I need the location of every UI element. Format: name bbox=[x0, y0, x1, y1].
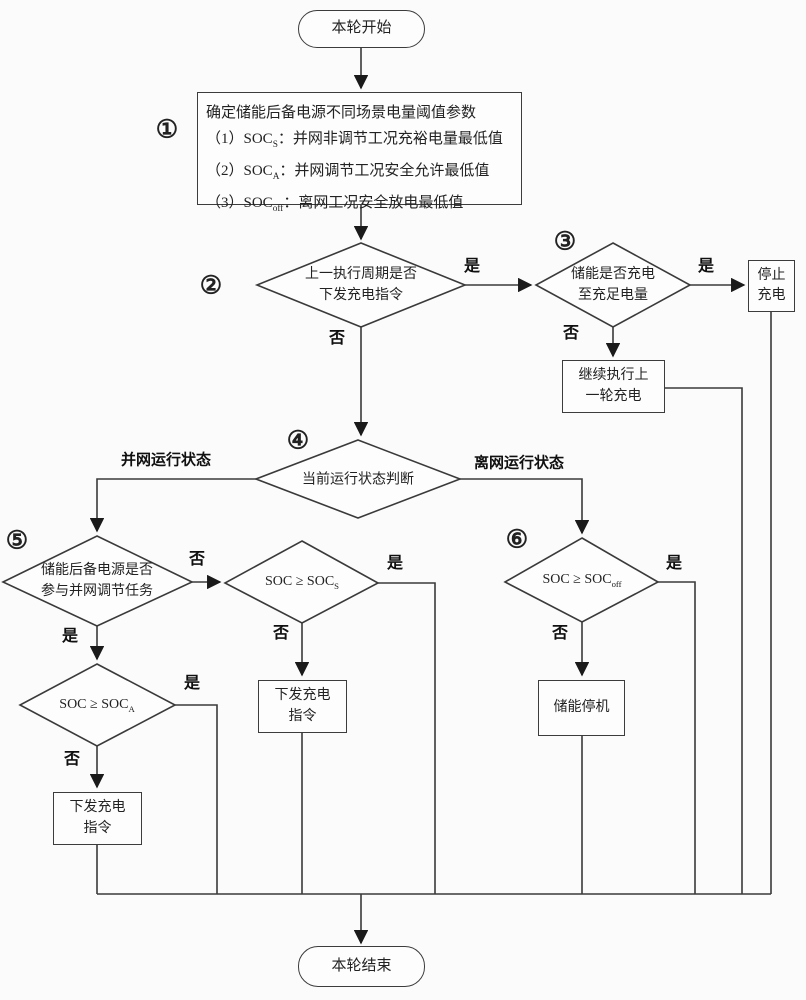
decision-socs-shape bbox=[223, 540, 380, 624]
label-no-d5: 否 bbox=[188, 551, 206, 568]
stop-charge-line2: 充电 bbox=[757, 288, 786, 303]
decision-socoff-shape bbox=[503, 537, 660, 623]
label-no-d3: 否 bbox=[562, 325, 580, 342]
decision-run-state-shape bbox=[253, 439, 463, 519]
stop-charge-line1: 停止 bbox=[757, 267, 786, 283]
label-yes-soca: 是 bbox=[183, 675, 201, 692]
params-line-3-pre: （3）SOC bbox=[206, 195, 273, 211]
issue-charge-cmd-mid-line1: 下发充电 bbox=[274, 688, 331, 704]
end-terminal: 本轮结束 bbox=[298, 946, 425, 987]
params-box: 确定储能后备电源不同场景电量阈值参数 （1）SOCS：并网非调节工况充裕电量最低… bbox=[197, 92, 522, 214]
edge-d4-grid-d5 bbox=[89, 478, 256, 533]
edge-socs-yes-down bbox=[378, 582, 436, 894]
decision-soca-pre: SOC ≥ SOC bbox=[59, 697, 129, 713]
params-line-3: （3）SOCoff：离网工况安全放电最低值 bbox=[206, 190, 521, 222]
params-title: 确定储能后备电源不同场景电量阈值参数 bbox=[206, 105, 477, 121]
step-badge-4: ④ bbox=[286, 427, 310, 455]
stop-charge-box: 停止 充电 bbox=[748, 260, 795, 312]
step-badge-6: ⑥ bbox=[505, 526, 529, 554]
decision-socs-text: SOC ≥ SOCS bbox=[265, 571, 339, 593]
decision-run-state-text: 当前运行状态判断 bbox=[302, 472, 414, 488]
decision-charged-enough-text: 储能是否充电 至充足电量 bbox=[571, 264, 655, 306]
label-yes-d6: 是 bbox=[665, 555, 683, 572]
params-line-2-sub: A bbox=[272, 172, 280, 182]
issue-charge-cmd-mid-line2: 指令 bbox=[288, 708, 317, 724]
decision-charged-enough-line2: 至充足电量 bbox=[578, 288, 648, 303]
decision-charged-enough-line1: 储能是否充电 bbox=[571, 267, 655, 282]
label-yes-d3: 是 bbox=[697, 258, 715, 275]
label-no-socs: 否 bbox=[272, 625, 290, 642]
decision-grid-task-shape bbox=[1, 535, 194, 627]
label-offgrid-state: 离网运行状态 bbox=[473, 455, 565, 472]
decision-socoff-sub: off bbox=[611, 578, 622, 589]
label-no-soca: 否 bbox=[63, 751, 81, 768]
decision-grid-task-text: 储能后备电源是否 参与并网调节任务 bbox=[41, 560, 153, 602]
decision-prev-cycle-text: 上一执行周期是否 下发充电指令 bbox=[305, 264, 417, 306]
decision-socs-sub: S bbox=[334, 580, 339, 591]
start-label: 本轮开始 bbox=[331, 20, 392, 37]
issue-charge-cmd-left-box: 下发充电 指令 bbox=[53, 792, 142, 845]
edge-continue-down bbox=[665, 387, 743, 894]
decision-prev-cycle-shape bbox=[254, 242, 468, 328]
decision-grid-task-line1: 储能后备电源是否 bbox=[41, 563, 153, 578]
continue-charge-line2: 一轮充电 bbox=[585, 388, 642, 404]
step-badge-1: ① bbox=[155, 116, 179, 144]
params-line-3-sub: off bbox=[272, 204, 284, 214]
step-badge-3: ③ bbox=[553, 228, 577, 256]
issue-charge-cmd-left-line1: 下发充电 bbox=[69, 800, 126, 816]
decision-grid-task-line2: 参与并网调节任务 bbox=[41, 584, 153, 599]
decision-soca-sub: A bbox=[128, 703, 135, 714]
label-yes-d5: 是 bbox=[61, 628, 79, 645]
decision-soca-shape bbox=[18, 663, 177, 747]
step-badge-2: ② bbox=[199, 272, 223, 300]
storage-shutdown-label: 储能停机 bbox=[553, 699, 610, 715]
decision-prev-cycle-line1: 上一执行周期是否 bbox=[305, 267, 417, 282]
label-no-d6: 否 bbox=[551, 625, 569, 642]
edge-d4-offgrid-d6 bbox=[460, 478, 590, 535]
params-line-3-post: ：离网工况安全放电最低值 bbox=[283, 195, 464, 211]
decision-socoff-pre: SOC ≥ SOC bbox=[542, 572, 612, 588]
params-line-2: （2）SOCA：并网调节工况安全允许最低值 bbox=[206, 158, 521, 190]
end-label: 本轮结束 bbox=[331, 957, 392, 974]
continue-charge-line1: 继续执行上 bbox=[578, 368, 649, 384]
decision-socs-pre: SOC ≥ SOC bbox=[265, 574, 335, 590]
issue-charge-cmd-left-line2: 指令 bbox=[83, 820, 112, 836]
params-line-2-pre: （2）SOC bbox=[206, 163, 273, 179]
edge-socoff-yes-down bbox=[658, 581, 696, 894]
step-badge-5: ⑤ bbox=[5, 527, 29, 555]
label-yes-d2: 是 bbox=[463, 258, 481, 275]
label-no-d2: 否 bbox=[328, 330, 346, 347]
params-line-1-post: ：并网非调节工况充裕电量最低值 bbox=[277, 131, 503, 147]
continue-charge-box: 继续执行上 一轮充电 bbox=[562, 360, 665, 413]
label-yes-socs: 是 bbox=[386, 555, 404, 572]
edge-soca-yes-down bbox=[175, 704, 218, 894]
decision-soca-text: SOC ≥ SOCA bbox=[59, 694, 134, 716]
decision-prev-cycle-line2: 下发充电指令 bbox=[319, 288, 403, 303]
start-terminal: 本轮开始 bbox=[298, 10, 425, 48]
decision-charged-enough-shape bbox=[534, 242, 692, 328]
params-line-1-pre: （1）SOC bbox=[206, 131, 273, 147]
storage-shutdown-box: 储能停机 bbox=[538, 680, 625, 736]
params-line-1: （1）SOCS：并网非调节工况充裕电量最低值 bbox=[206, 126, 521, 158]
decision-socoff-text: SOC ≥ SOCoff bbox=[542, 569, 621, 591]
params-line-1-sub: S bbox=[272, 140, 278, 150]
params-line-2-post: ：并网调节工况安全允许最低值 bbox=[279, 163, 490, 179]
issue-charge-cmd-mid-box: 下发充电 指令 bbox=[258, 680, 347, 733]
label-grid-state: 并网运行状态 bbox=[120, 452, 212, 469]
